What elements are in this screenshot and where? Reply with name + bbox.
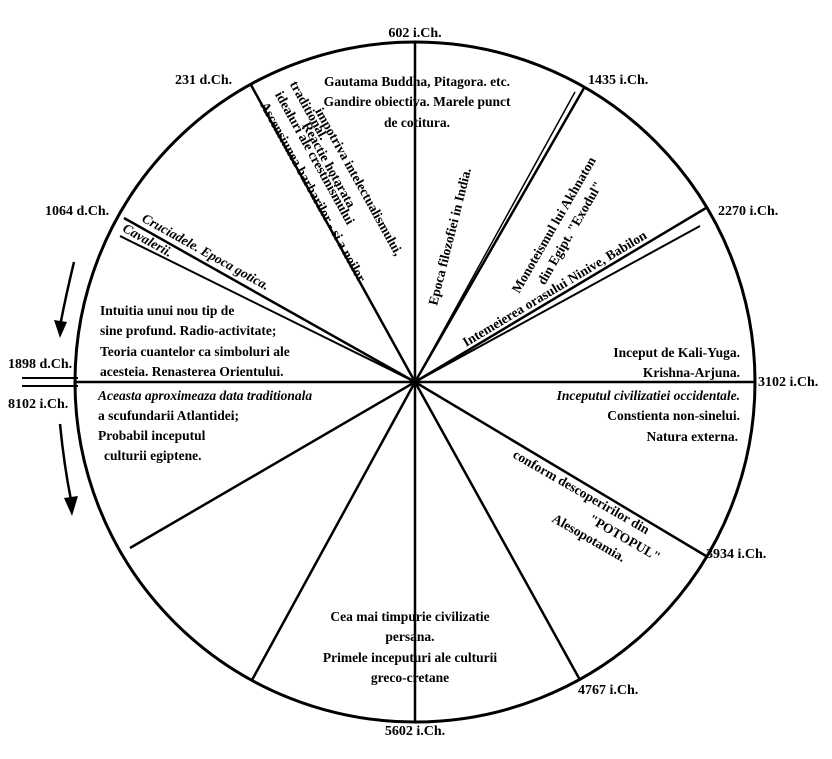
segment-epoca-filozofiei: Epoca filozofiei in India. bbox=[425, 166, 474, 306]
date-4767: 4767 i.Ch. bbox=[578, 683, 638, 698]
spoke-2270 bbox=[414, 206, 707, 384]
date-bottom: 5602 i.Ch. bbox=[385, 724, 445, 739]
spoke-7000 bbox=[250, 381, 417, 681]
segment-kali-yuga-line2: Krishna-Arjuna. bbox=[643, 365, 740, 380]
segment-persana-line1: Cea mai timpurie civilizatie bbox=[330, 609, 489, 624]
spoke-1064-inner bbox=[119, 235, 416, 383]
date-top: 602 i.Ch. bbox=[388, 26, 441, 41]
segment-top-line2: Gandire obiectiva. Marele punct bbox=[324, 94, 511, 109]
spoke-6000 bbox=[129, 380, 416, 550]
date-2270: 2270 i.Ch. bbox=[718, 204, 778, 219]
spoke-4767 bbox=[413, 381, 582, 681]
spoke-3934 bbox=[414, 380, 707, 558]
spoke-1435-inner bbox=[414, 91, 576, 383]
segment-intuitia-line3: Teoria cuantelor ca simboluri ale bbox=[100, 344, 290, 359]
spoke-231 bbox=[249, 84, 417, 383]
spokes bbox=[75, 42, 755, 722]
segment-intuitia-line4: acesteia. Renasterea Orientului. bbox=[100, 364, 283, 379]
segment-occidentale-line2: Constienta non-sinelui. bbox=[607, 408, 740, 423]
segment-kali-yuga-line1: Inceput de Kali-Yuga. bbox=[613, 345, 740, 360]
segment-persana-line2: persana. bbox=[385, 629, 434, 644]
segment-atlantida-line4: culturii egiptene. bbox=[104, 448, 202, 463]
date-3102: 3102 i.Ch. bbox=[758, 375, 818, 390]
segment-potopul-line2: conform descoperirilor din bbox=[511, 447, 653, 538]
segment-top-line3: de cotitura. bbox=[384, 115, 450, 130]
segment-occidentale-line1: Inceputul civilizatiei occidentale. bbox=[556, 388, 740, 403]
date-3934: 3934 i.Ch. bbox=[706, 547, 766, 562]
segment-persana-line4: greco-cretane bbox=[371, 670, 449, 685]
arrow-down-bottom-icon bbox=[58, 423, 78, 516]
spoke-1064 bbox=[123, 216, 416, 384]
segment-occidentale-line3: Natura externa. bbox=[647, 429, 738, 444]
date-231: 231 d.Ch. bbox=[175, 73, 232, 88]
date-1435: 1435 i.Ch. bbox=[588, 73, 648, 88]
segment-intuitia-line2: sine profund. Radio-activitate; bbox=[100, 323, 276, 338]
segment-persana-line3: Primele inceputuri ale culturii bbox=[323, 650, 498, 665]
date-1064: 1064 d.Ch. bbox=[45, 204, 109, 219]
date-8102: 8102 i.Ch. bbox=[8, 397, 68, 412]
date-1898: 1898 d.Ch. bbox=[8, 357, 72, 372]
segment-intuitia-line1: Intuitia unui nou tip de bbox=[100, 303, 234, 318]
segment-atlantida-line3: Probabil inceputul bbox=[98, 428, 206, 443]
spoke-2270-inner bbox=[414, 225, 701, 383]
arrow-down-top-icon bbox=[54, 261, 76, 338]
segment-atlantida-line2: a scufundarii Atlantidei; bbox=[98, 408, 239, 423]
segment-atlantida-line1: Aceasta aproximeaza data traditionala bbox=[97, 388, 312, 403]
segment-top-line1: Gautama Buddha, Pitagora. etc. bbox=[324, 74, 510, 89]
spoke-1435 bbox=[413, 87, 586, 383]
